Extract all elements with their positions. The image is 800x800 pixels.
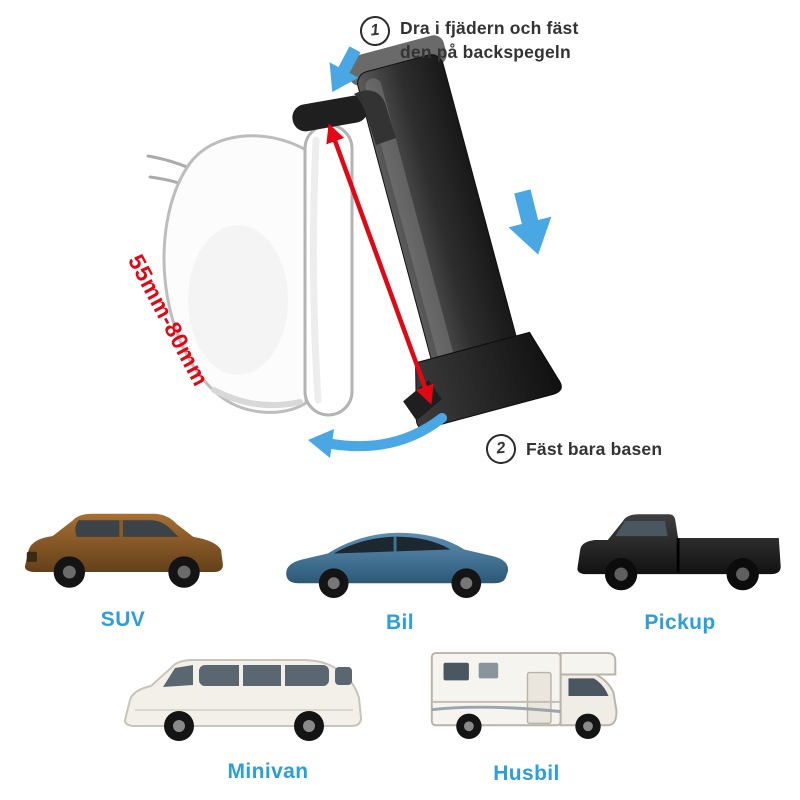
- pickup-image: [577, 514, 781, 591]
- vehicle-minivan: Minivan: [112, 650, 424, 784]
- minivan-image: [123, 659, 363, 741]
- sedan-body: [286, 532, 509, 584]
- vehicle-label-suv: SUV: [100, 608, 146, 631]
- spring-arm-shade: [309, 136, 322, 404]
- suv-windows: [75, 520, 179, 537]
- suv-grille: [26, 551, 37, 562]
- vehicle-pickup: Pickup: [566, 496, 794, 635]
- sedan-windows: [333, 536, 451, 554]
- measurement-line: [326, 123, 434, 405]
- vehicle-husbil: Husbil: [424, 640, 629, 786]
- step1-line2: den på backspegeln: [400, 42, 571, 62]
- minivan-wheels: [164, 711, 324, 741]
- minivan-windshield: [163, 665, 193, 687]
- bracket-base-plate: [415, 331, 562, 429]
- step2-number: 2: [484, 432, 518, 466]
- step1-line1: Dra i fjädern och fäst: [400, 18, 579, 38]
- sedan-wheels: [318, 568, 482, 599]
- vehicle-label-husbil: Husbil: [493, 762, 560, 785]
- minivan-windows: [199, 665, 329, 686]
- vehicle-bil: Bil: [272, 506, 528, 635]
- rv-overcab: [559, 652, 617, 676]
- vehicle-label-minivan: Minivan: [227, 760, 309, 783]
- clip-bar: [292, 95, 368, 132]
- rv-wheels: [456, 713, 601, 739]
- vehicle-label-bil: Bil: [385, 611, 415, 634]
- step1-number: 1: [358, 14, 392, 48]
- pickup-window: [615, 520, 668, 537]
- arrow-slide-down-icon: [500, 186, 560, 260]
- rv-window: [443, 662, 469, 681]
- vehicle-suv: SUV: [12, 498, 234, 632]
- step1-text: Dra i fjädern och fäst den på backspegel…: [400, 16, 578, 64]
- sedan-image: [286, 532, 509, 599]
- rv-window-small: [478, 662, 499, 679]
- suv-wheels: [53, 556, 200, 588]
- rearview-mirror: [146, 134, 308, 414]
- suv-image: [24, 513, 223, 588]
- rv-door: [526, 671, 552, 725]
- mirror-shading: [188, 225, 288, 375]
- arrow-swing-icon: [308, 413, 447, 458]
- mirror-mount-diagram: [146, 35, 562, 458]
- minivan-rear-window: [335, 667, 352, 685]
- step1: 1 Dra i fjädern och fäst den på backspeg…: [358, 14, 578, 64]
- mirror-bottom-shade: [211, 387, 303, 409]
- motorhome-image: [430, 652, 618, 739]
- rv-accent-stripe: [431, 705, 561, 714]
- step2: 2 Fäst bara basen: [484, 432, 663, 466]
- step2-text: Fäst bara basen: [526, 439, 663, 459]
- rv-windshield: [568, 678, 609, 696]
- vehicle-label-pickup: Pickup: [644, 611, 716, 634]
- pickup-wheels: [604, 558, 759, 591]
